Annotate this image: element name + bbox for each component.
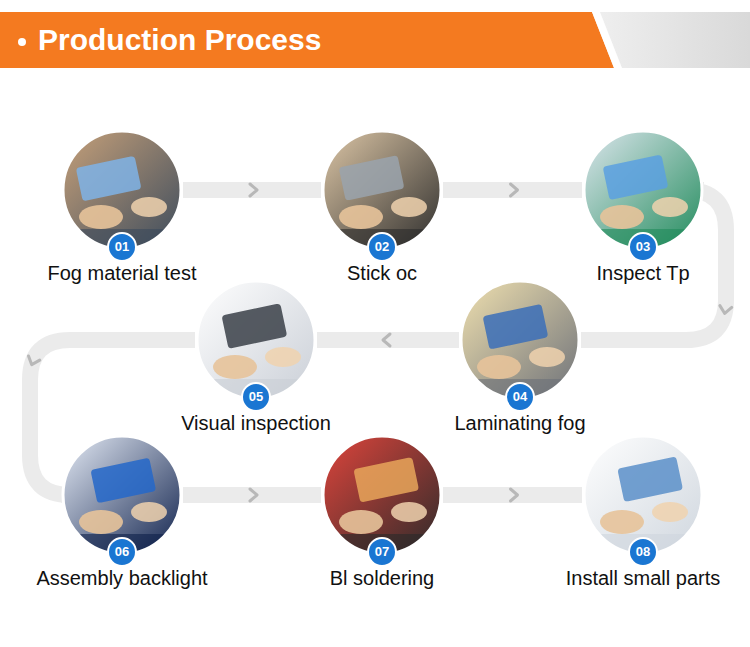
step-label: Inspect Tp — [594, 261, 691, 285]
photo-hand — [213, 355, 257, 379]
photo-screen — [221, 303, 287, 349]
flow-chevron — [26, 356, 40, 367]
photo-hand — [529, 347, 565, 367]
photo-hand — [131, 502, 167, 522]
photo-screen — [483, 304, 549, 350]
flow-connector — [183, 184, 321, 196]
flow-band — [443, 182, 582, 198]
photo-screen — [76, 156, 142, 202]
flow-connector — [443, 489, 582, 501]
process-step-circle: 08Install small parts — [582, 434, 704, 556]
process-step-circle: 06Assembly backlight — [61, 434, 183, 556]
photo-hand — [79, 510, 123, 534]
photo-hand — [131, 197, 167, 217]
step-label: Fog material test — [46, 261, 199, 285]
step-number: 04 — [505, 382, 535, 412]
step-number: 02 — [367, 232, 397, 262]
photo-hand — [339, 205, 383, 229]
flow-chevron — [511, 184, 518, 196]
flow-connector — [443, 184, 582, 196]
flow-connector — [183, 489, 321, 501]
photo-hand — [652, 197, 688, 217]
banner-slash — [592, 12, 622, 68]
diagram-title: Production Process — [38, 22, 321, 58]
process-step-circle: 04Laminating fog — [459, 279, 581, 401]
step-number: 08 — [628, 537, 658, 567]
photo-hand — [265, 347, 301, 367]
step-number: 06 — [107, 537, 137, 567]
flow-chevron — [511, 489, 518, 501]
flow-connector — [317, 334, 459, 346]
step-number: 01 — [107, 232, 137, 262]
banner-orange — [0, 12, 614, 68]
process-step-circle: 03Inspect Tp — [582, 129, 704, 251]
step-label: Laminating fog — [452, 411, 587, 435]
photo-hand — [391, 197, 427, 217]
step-number: 07 — [367, 537, 397, 567]
photo-screen — [353, 457, 419, 503]
step-label: Assembly backlight — [34, 566, 209, 590]
photo-screen — [603, 154, 669, 200]
photo-hand — [477, 355, 521, 379]
photo-screen — [617, 456, 683, 502]
photo-hand — [600, 205, 644, 229]
flow-band — [183, 182, 321, 198]
step-number: 05 — [241, 382, 271, 412]
flow-connector — [581, 190, 732, 340]
flow-band — [183, 487, 321, 503]
flow-band — [443, 487, 582, 503]
photo-screen — [339, 155, 405, 201]
flow-chevron — [250, 184, 257, 196]
process-step-circle: 05Visual inspection — [195, 279, 317, 401]
step-label: Bl soldering — [328, 566, 437, 590]
photo-screen — [90, 458, 156, 504]
photo-hand — [79, 205, 123, 229]
photo-hand — [652, 502, 688, 522]
flow-chevron — [719, 306, 732, 315]
flow-chevron — [383, 334, 390, 346]
process-step-circle: 07Bl soldering — [321, 434, 443, 556]
photo-hand — [391, 502, 427, 522]
process-step-circle: 01Fog material test — [61, 129, 183, 251]
step-number: 03 — [628, 232, 658, 262]
step-label: Visual inspection — [179, 411, 333, 435]
step-label: Stick oc — [345, 261, 419, 285]
flow-chevron — [250, 489, 257, 501]
process-step-circle: 02Stick oc — [321, 129, 443, 251]
step-label: Install small parts — [564, 566, 723, 590]
photo-hand — [600, 510, 644, 534]
bullet-dot — [18, 38, 26, 46]
flow-band — [317, 332, 459, 348]
photo-hand — [339, 510, 383, 534]
